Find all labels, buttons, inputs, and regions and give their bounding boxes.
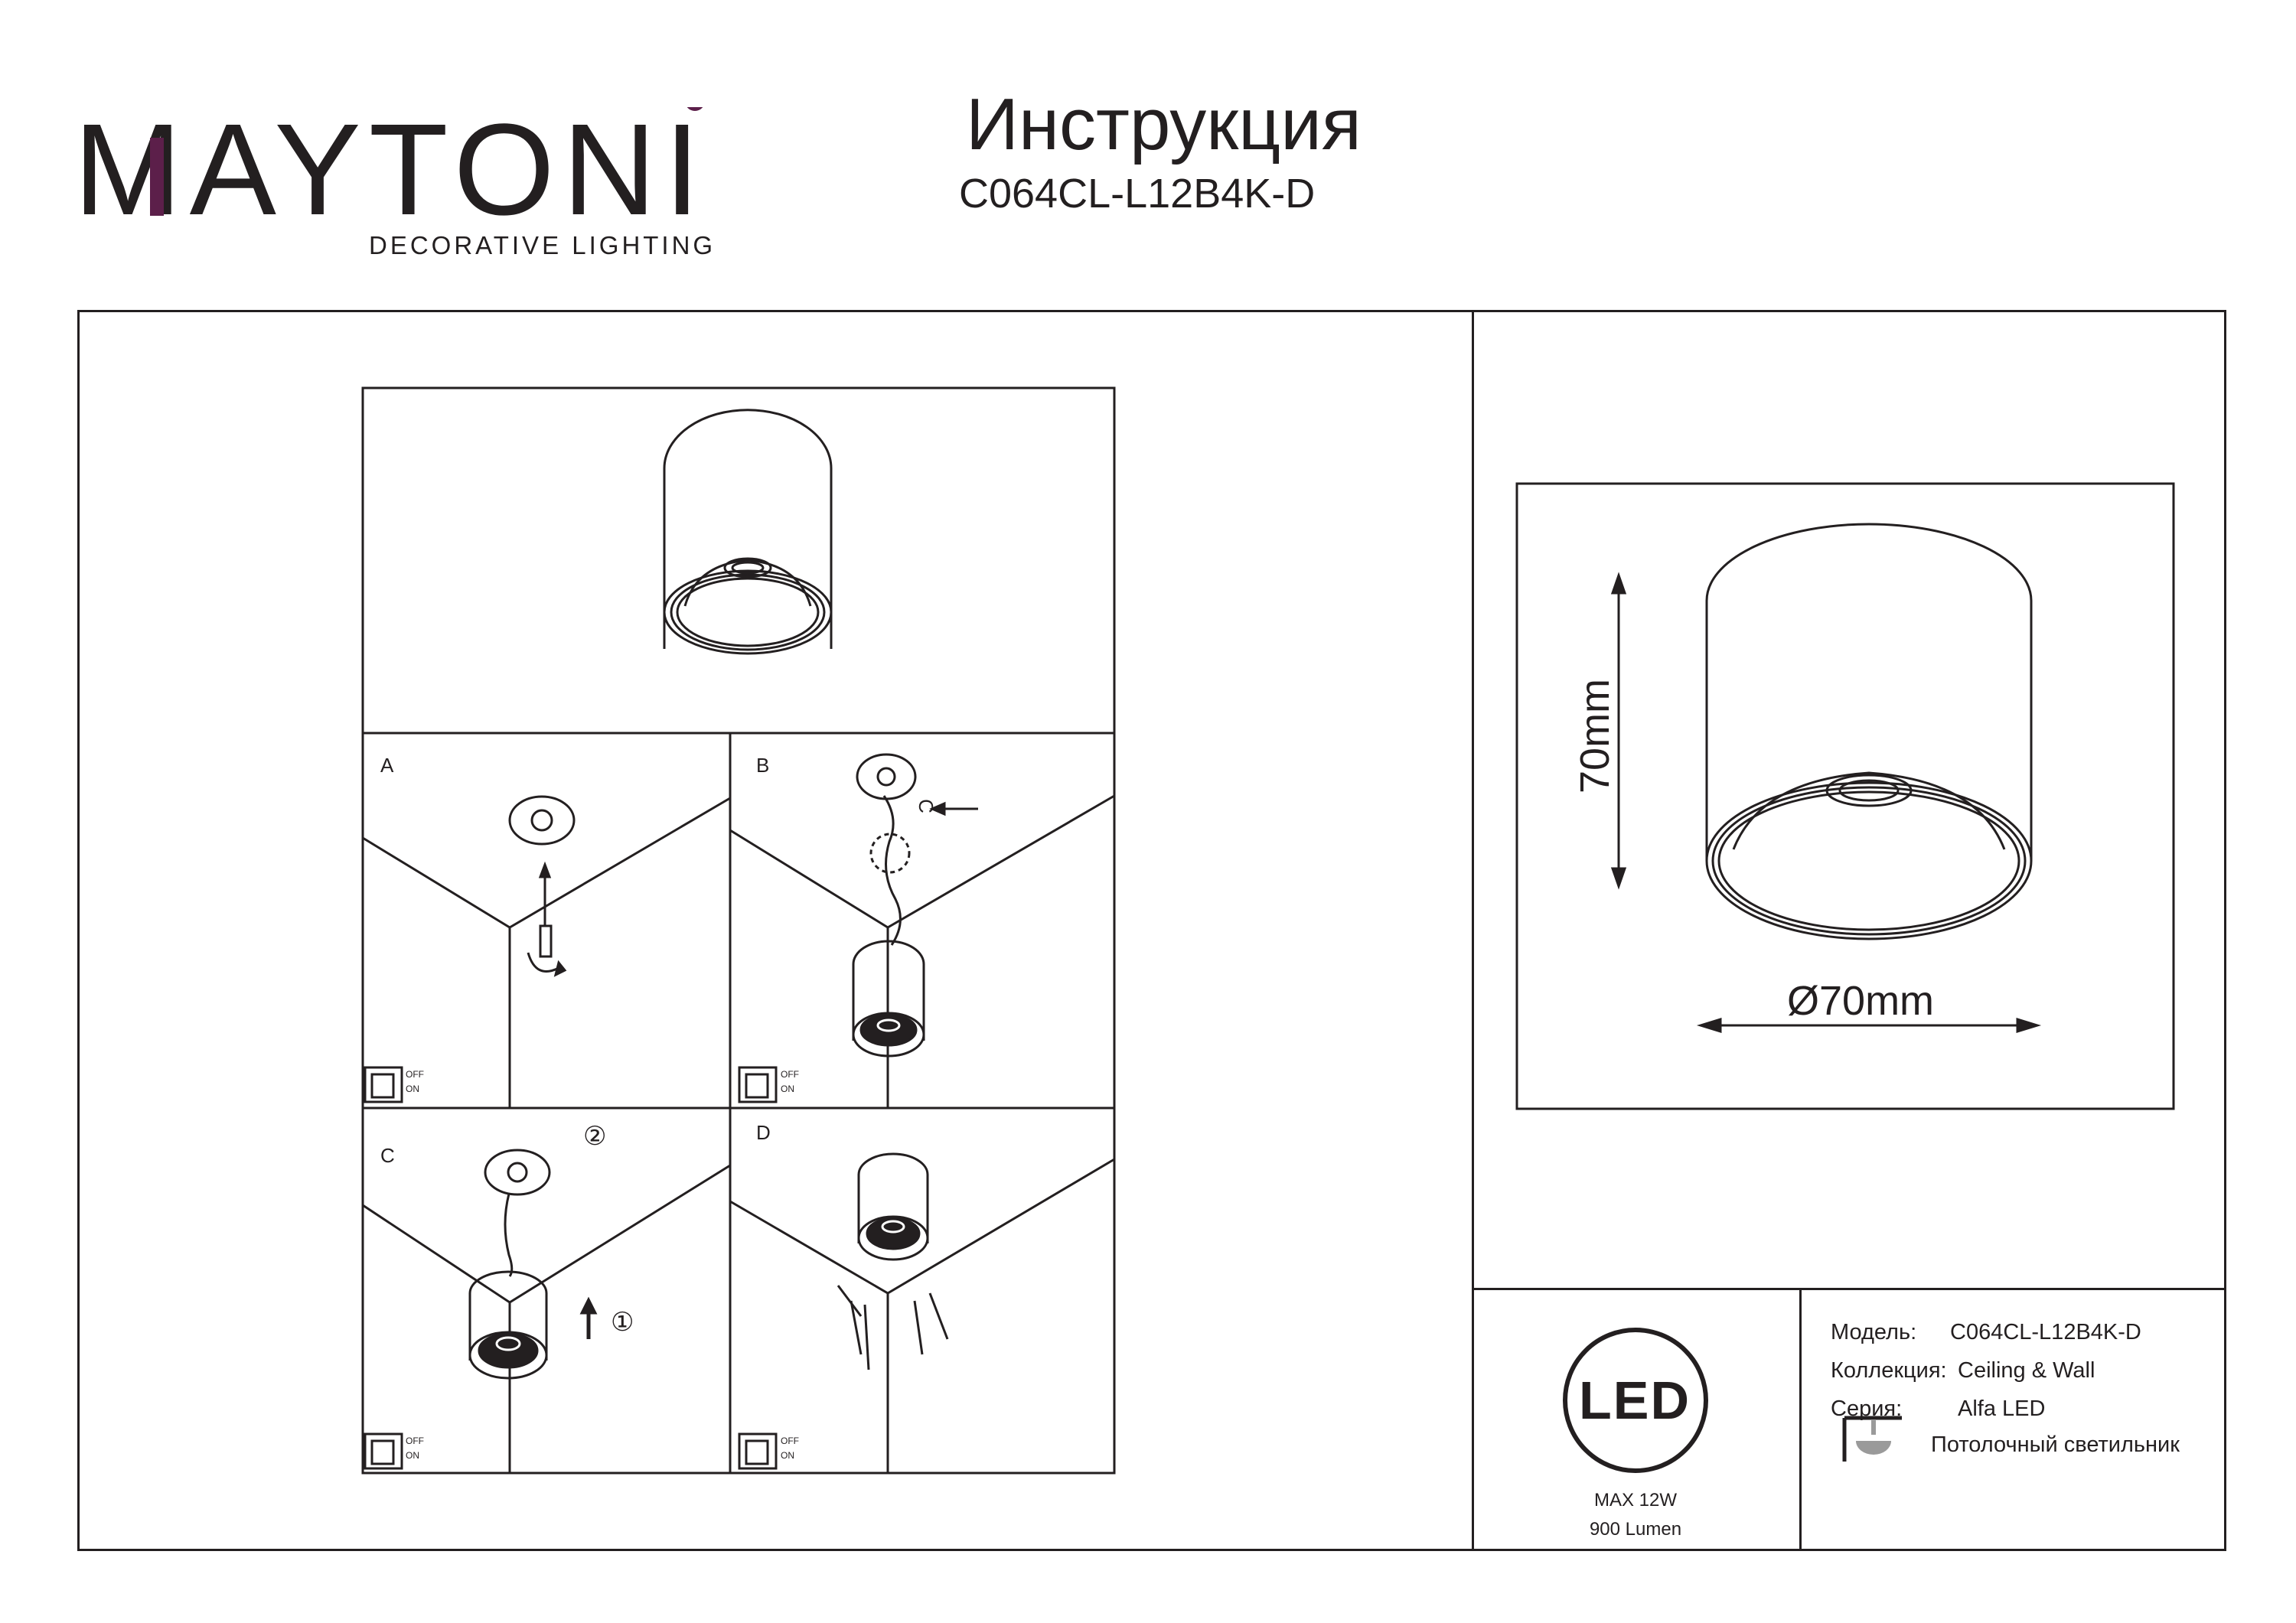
step-c-label: C [380,1144,395,1167]
step-a-scene [362,795,731,1108]
brand-wordmark: MAYTONI [73,107,708,230]
brand-accent-dot [687,107,703,111]
dimension-product-body [1705,523,2033,861]
model-value: C064CL-L12B4K-D [1950,1320,2141,1344]
frame-divider-led [1799,1288,1802,1551]
step-b-scene [729,753,1115,1108]
page-title: Инструкция [966,83,1362,165]
brand-subtitle: DECORATIVE LIGHTING [369,231,716,259]
series-value: Alfa LED [1958,1396,2046,1421]
led-badge-text: LED [1579,1370,1691,1430]
step-c-number-one: ① [611,1308,634,1337]
step-b-callout: C [914,799,938,813]
diameter-dimension-label: Ø70mm [1787,978,1935,1024]
product-type: Потолочный светильник [1931,1432,2180,1457]
step-c-scene [362,1149,731,1473]
frame-divider-main [1472,310,1474,1551]
dimension-box [1515,482,2175,1110]
step-a-label: A [380,754,394,777]
installation-diagram [361,386,1116,1475]
step-c-number-two: ② [583,1122,607,1151]
model-label: Модель: [1831,1320,1917,1344]
diagram-outline [361,386,1116,1475]
step-d-scene [729,1152,1115,1473]
height-dimension-label: 70mm [1572,678,1618,794]
led-badge-icon [1563,1328,1708,1473]
frame-divider-info [1472,1288,2226,1290]
maytoni-logo: MAYTONI [73,107,708,230]
product-overview [663,409,833,655]
dimension-drawing [1515,482,2175,1110]
model-code: C064CL-L12B4K-D [959,171,1316,217]
main-frame [77,310,2226,1551]
led-max-power: MAX 12W [1593,1490,1678,1511]
step-d-label: D [756,1121,771,1144]
led-lumen: 900 Lumen [1589,1519,1682,1540]
collection-value: Ceiling & Wall [1958,1358,2095,1383]
collection-label: Коллекция: [1831,1358,1947,1383]
ceiling-light-icon [1842,1416,1902,1462]
brand-accent-bar [150,138,164,216]
step-b-label: B [756,754,770,777]
